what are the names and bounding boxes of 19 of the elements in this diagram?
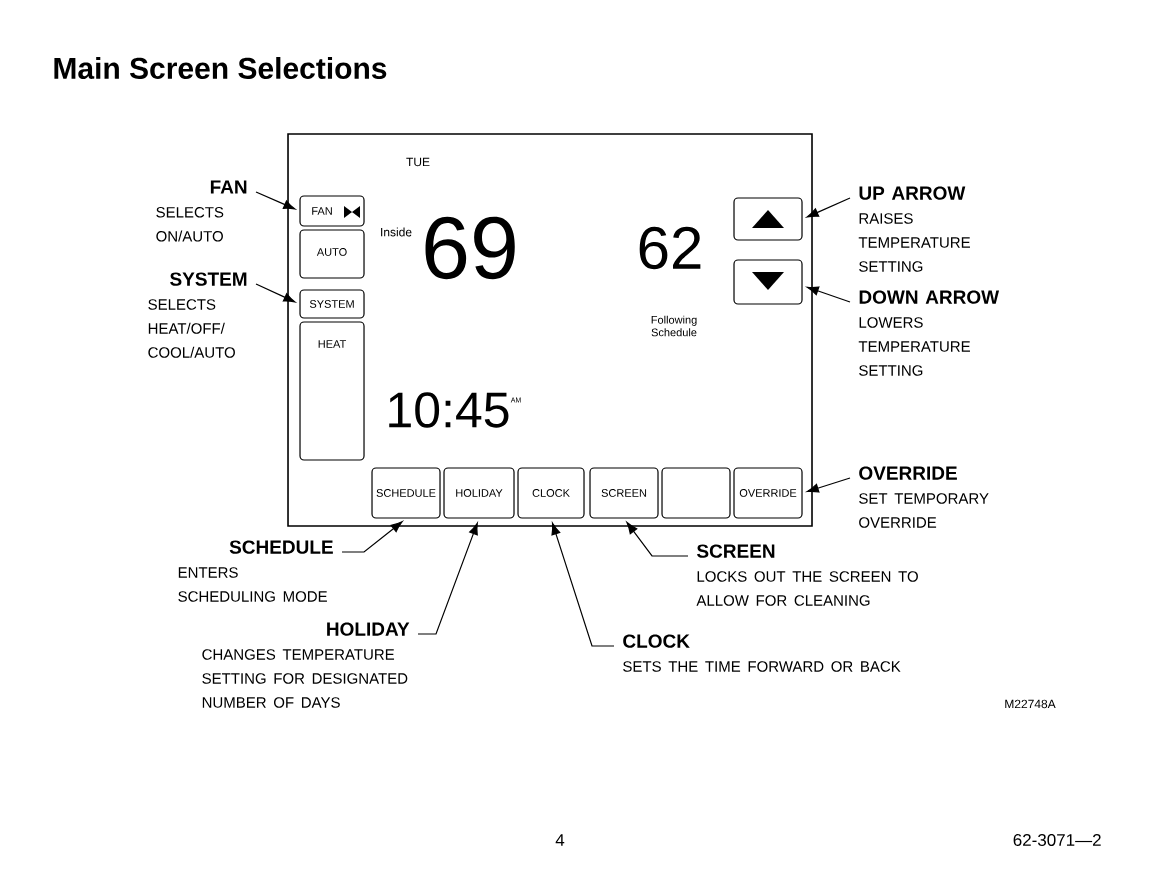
time-reading: 10:45 — [389, 392, 509, 428]
leader-line — [806, 477, 851, 493]
screen-button — [661, 467, 731, 519]
leader-line — [806, 197, 851, 218]
up-arrow-button — [733, 197, 803, 241]
leader-line — [417, 522, 478, 635]
leader-line — [341, 521, 403, 553]
down-arrow-button — [733, 259, 803, 305]
page-number: 4 — [555, 834, 565, 846]
leader-line — [806, 286, 851, 303]
leader-line — [255, 191, 296, 210]
document-number: 62-3071—2 — [1013, 834, 1101, 846]
temperature-reading: 69 — [425, 216, 515, 280]
setpoint-reading: 62 — [639, 226, 701, 270]
leader-line — [626, 522, 689, 557]
display-screen — [287, 133, 813, 527]
leader-line — [551, 522, 615, 647]
leader-line — [255, 283, 296, 303]
title: Main Screen Selections — [54, 57, 387, 79]
